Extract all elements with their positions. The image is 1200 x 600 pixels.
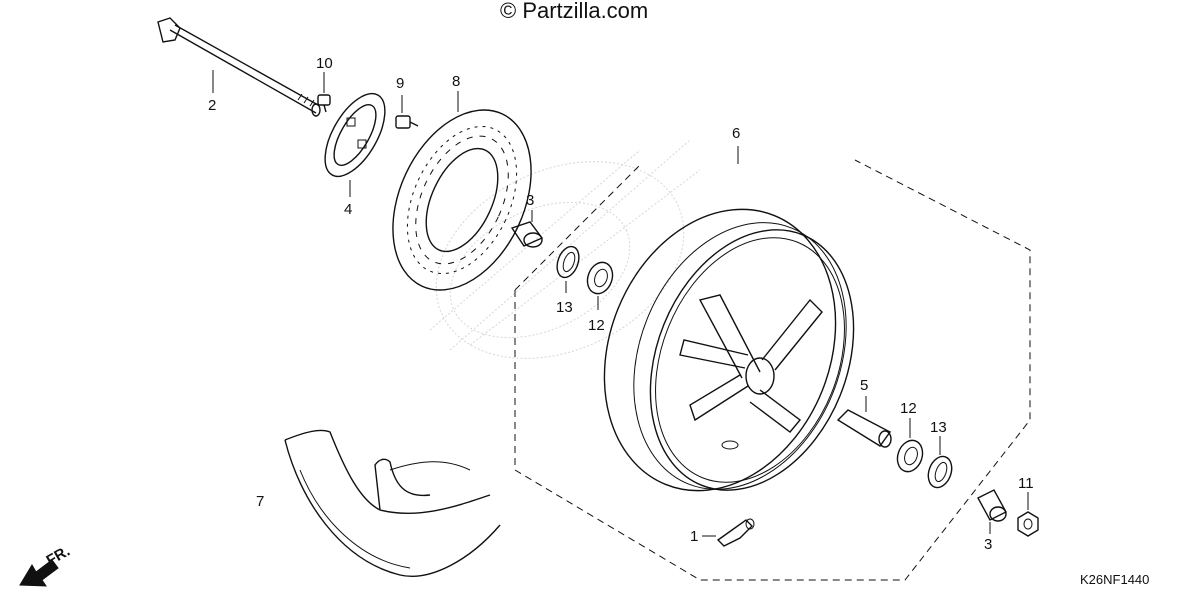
tire-part-7 [284,429,501,577]
bearing-part-12-left [586,261,614,295]
assembly-outline [514,159,1031,581]
callout-13-right: 13 [930,419,947,436]
callout-12-left: 12 [588,317,605,334]
callout-9: 9 [396,75,404,92]
collar-part-5 [836,409,892,448]
callout-3-left: 3 [526,192,534,209]
callout-4: 4 [344,201,352,218]
callout-3-right: 3 [984,536,992,553]
disc-bolt-part-9 [395,115,419,129]
callout-11: 11 [1018,475,1034,492]
callout-10: 10 [316,55,333,72]
callout-13-left: 13 [556,299,573,316]
valve-stem-part-1 [716,518,755,547]
axle-part [157,17,321,117]
callout-12-right: 12 [900,400,917,417]
callout-2: 2 [208,97,216,114]
front-arrow-icon [19,559,59,587]
callout-6: 6 [732,125,740,142]
callout-1: 1 [690,528,698,545]
seal-part-13-left [556,245,580,279]
bearing-part-12-right [896,439,924,473]
front-direction-marker: FR. [19,543,73,587]
diagram-code: K26NF1440 [1080,572,1149,587]
seal-part-13-right [927,455,953,489]
wheel-rim-part-6 [603,208,855,492]
ghost-artwork [429,139,701,359]
watermark: © Partzilla.com [500,0,648,23]
callout-7: 7 [256,493,264,510]
spacer-part-3-left [510,221,544,248]
callout-8: 8 [452,73,460,90]
spacer-part-3-right [977,489,1007,522]
bolt-part-10 [317,94,331,113]
callout-5: 5 [860,377,868,394]
hub-adapter-part-4 [324,92,386,178]
axle-nut-part-11 [1017,511,1039,537]
